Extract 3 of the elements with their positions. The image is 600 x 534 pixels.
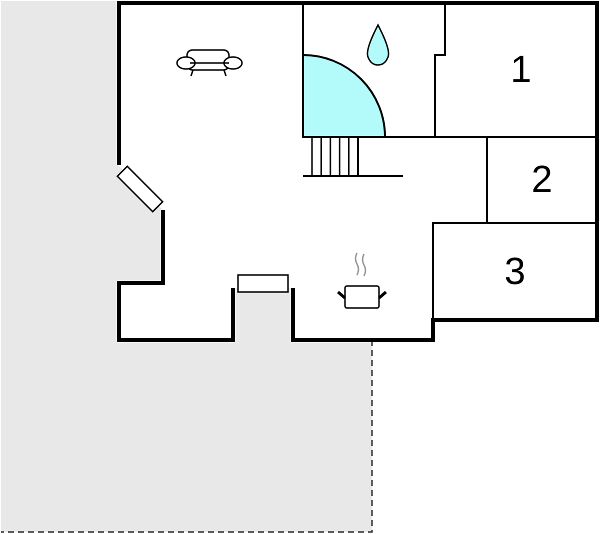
room-number: 1: [510, 51, 532, 89]
room-number: 3: [504, 252, 526, 290]
room-number: 2: [531, 161, 553, 199]
